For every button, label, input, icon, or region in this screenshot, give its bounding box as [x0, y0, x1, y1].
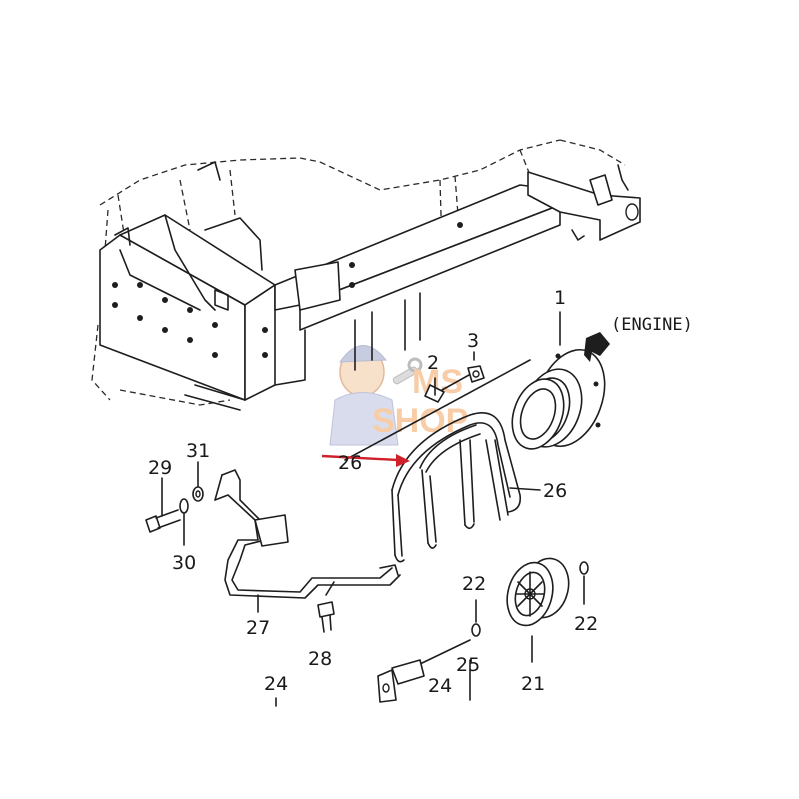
- lock-washer-part-30: [179, 498, 189, 546]
- part-label-26: 26: [543, 480, 567, 502]
- snap-ring-right: [579, 561, 589, 605]
- part-label-22-left: 22: [462, 573, 486, 595]
- part-label-31: 31: [186, 440, 210, 462]
- part-label-29: 29: [148, 457, 172, 479]
- shaft-part-24: [275, 639, 471, 707]
- red-pointer-arrow: [321, 454, 410, 467]
- engine-pulley: [344, 311, 606, 461]
- part-labels: (ENGINE) 1 2 3 26 26 29 31 30 27 28 22 2…: [148, 287, 693, 697]
- mechanic-mascot-icon: [329, 345, 423, 446]
- part-label-25: 25: [456, 654, 480, 676]
- tension-bracket: [214, 469, 401, 613]
- bolt-part-28: [317, 581, 335, 633]
- arrow-direction-icon: [584, 332, 610, 362]
- bolt-part-29: [145, 477, 181, 533]
- nut-part-3: [467, 351, 485, 383]
- part-label-30: 30: [172, 552, 196, 574]
- engine-label: (ENGINE): [611, 315, 693, 335]
- part-label-2: 2: [427, 352, 439, 374]
- tractor-frame: [91, 139, 641, 411]
- part-label-26-arrow: 26: [338, 452, 362, 474]
- part-label-24-right: 24: [428, 675, 452, 697]
- part-label-1: 1: [554, 287, 566, 309]
- part-label-28: 28: [308, 648, 332, 670]
- part-label-27: 27: [246, 617, 270, 639]
- part-label-22-right: 22: [574, 613, 598, 635]
- part-label-24-left: 24: [264, 673, 288, 695]
- part-label-21: 21: [521, 673, 545, 695]
- part-label-3: 3: [467, 330, 479, 352]
- frame-holes: [112, 222, 463, 358]
- idler-pulley: [506, 557, 570, 663]
- washer-part-31: [192, 461, 204, 502]
- snap-ring-left: [471, 599, 481, 637]
- v-belts: [391, 412, 522, 563]
